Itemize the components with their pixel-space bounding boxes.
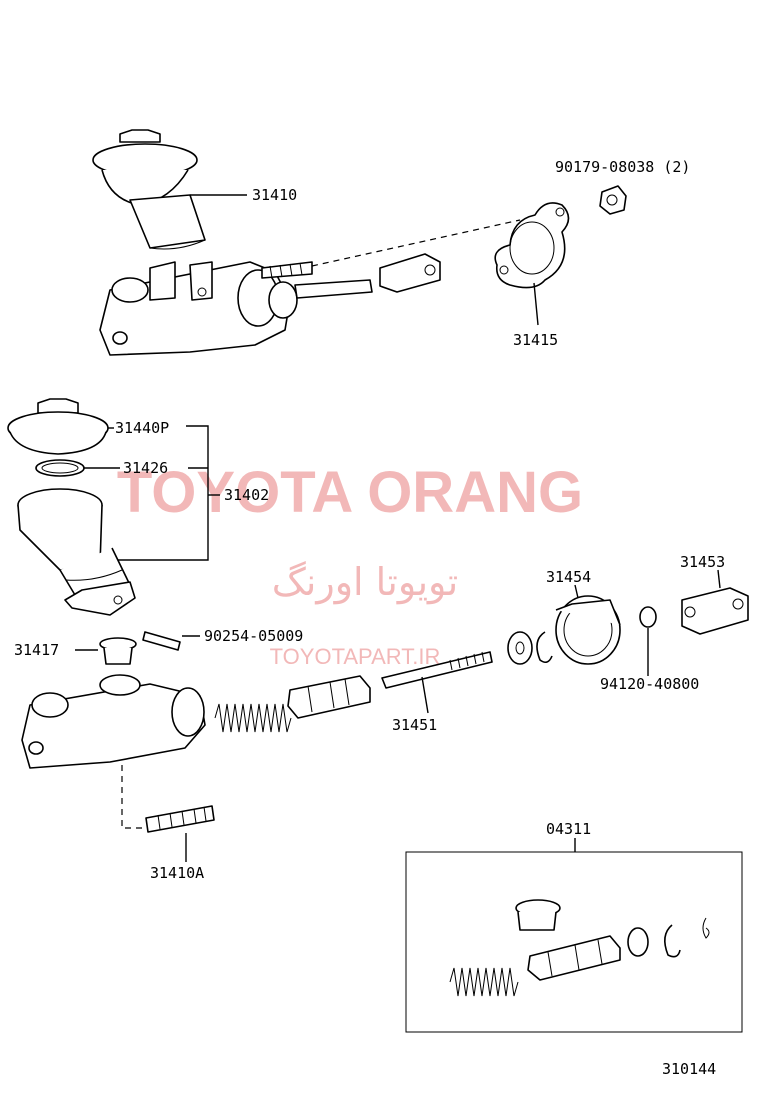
clevis-31453 xyxy=(681,587,749,635)
reservoir-cap-31440P xyxy=(7,398,109,455)
label-31451: 31451 xyxy=(392,716,437,734)
spring xyxy=(214,703,292,733)
label-94120: 94120-40800 xyxy=(600,675,699,693)
label-31410A: 31410A xyxy=(150,864,204,882)
washer xyxy=(507,631,533,665)
gasket-31415 xyxy=(494,202,570,289)
watermark-brand-fa: تویوتا اورنگ xyxy=(272,560,459,605)
label-31415: 31415 xyxy=(513,331,558,349)
boot-31454 xyxy=(555,595,621,665)
label-31426: 31426 xyxy=(123,459,168,477)
snap-ring xyxy=(536,631,553,664)
label-90254: 90254-05009 xyxy=(204,627,303,645)
label-31453: 31453 xyxy=(680,553,725,571)
part-labels: 31410 90179-08038 (2) 31415 31440P 31426… xyxy=(14,158,725,1078)
pin-90254 xyxy=(142,631,181,651)
cylinder-body xyxy=(21,674,206,829)
diaphragm-31426 xyxy=(35,459,85,477)
label-31410: 31410 xyxy=(252,186,297,204)
watermark: TOYOTA ORANG تویوتا اورنگ TOYOTAPART.IR xyxy=(117,460,583,669)
piston xyxy=(287,675,371,719)
label-04311: 04311 xyxy=(546,820,591,838)
stud-31410A xyxy=(145,805,215,833)
label-31454: 31454 xyxy=(546,568,591,586)
reservoir-31402 xyxy=(17,488,136,616)
watermark-brand: TOYOTA ORANG xyxy=(117,460,583,525)
master-cylinder-assembly xyxy=(92,129,521,356)
push-rod-31451 xyxy=(381,651,493,689)
plug-31417 xyxy=(99,637,137,665)
repair-kit-04311 xyxy=(405,838,743,1033)
label-31417: 31417 xyxy=(14,641,59,659)
label-31440P: 31440P xyxy=(115,419,169,437)
nut-94120 xyxy=(639,606,657,628)
watermark-site: TOYOTAPART.IR xyxy=(270,644,441,669)
figure-number: 310144 xyxy=(662,1060,716,1078)
nut-90179 xyxy=(599,185,627,215)
label-90179: 90179-08038 (2) xyxy=(555,158,690,176)
label-31402: 31402 xyxy=(224,486,269,504)
